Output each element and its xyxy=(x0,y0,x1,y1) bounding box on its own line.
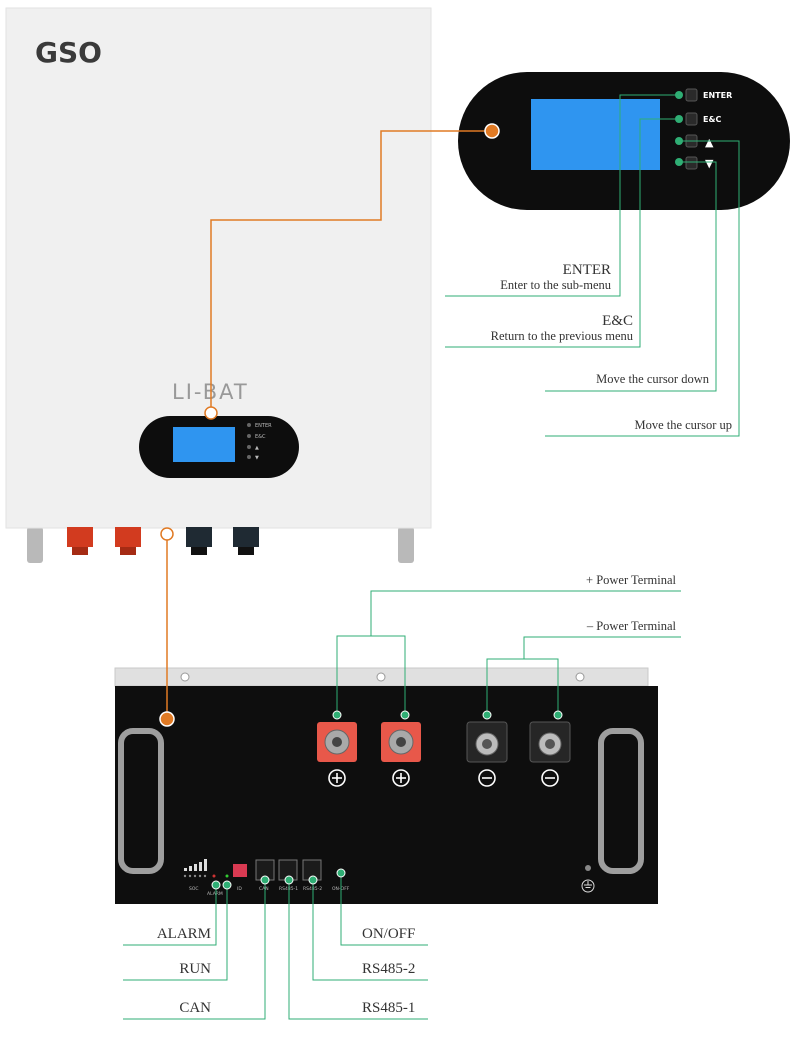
right-handle xyxy=(598,728,644,874)
cursor-up-label: Move the cursor up xyxy=(634,418,732,432)
ground-icon xyxy=(581,865,595,893)
positive-terminal-2 xyxy=(381,722,421,787)
small-enter-label: ENTER xyxy=(255,423,272,429)
green-callout-lines xyxy=(123,94,740,1020)
run-led xyxy=(225,874,229,878)
positive-terminal-label: + Power Terminal xyxy=(586,573,676,587)
can-rack-label: CAN xyxy=(259,886,269,892)
rack-battery-module: SOC ALARM ID CAN RS485-1 RS485-2 ON-OFF xyxy=(114,667,658,904)
alarm-label: ALARM xyxy=(157,926,211,942)
product-name: LI-BAT xyxy=(172,380,249,404)
lcd-screen xyxy=(531,99,660,170)
can-label: CAN xyxy=(179,1000,211,1016)
cursor-down-label: Move the cursor down xyxy=(596,372,710,386)
esc-description: Return to the previous menu xyxy=(491,329,634,343)
enlarged-control-panel: ENTER E&C ▲ ▼ xyxy=(458,72,790,210)
positive-terminal-1 xyxy=(317,722,357,787)
small-lcd-screen xyxy=(173,427,235,462)
brand-logo: GSO xyxy=(35,36,102,69)
wall-battery-unit: GSO LI-BAT ENTER E&C ▲ ▼ xyxy=(5,7,432,563)
wall-unit-plugs xyxy=(67,527,259,555)
rack-marker xyxy=(159,711,175,727)
left-handle xyxy=(118,728,164,874)
enter-title: ENTER xyxy=(563,262,611,278)
callout-labels: ENTER Enter to the sub-menu E&C Return t… xyxy=(157,262,732,1016)
alarm-led xyxy=(212,874,216,878)
esc-title: E&C xyxy=(602,313,633,329)
negative-terminal-1 xyxy=(466,721,508,787)
wall-unit-marker xyxy=(160,527,174,541)
on-off-label: ON/OFF xyxy=(362,926,415,942)
soc-indicator: SOC xyxy=(183,859,207,892)
soc-label: SOC xyxy=(189,886,199,892)
negative-terminal-2 xyxy=(529,721,571,787)
green-callout-dots xyxy=(211,710,563,890)
rs485-1-label: RS485-1 xyxy=(362,1000,415,1016)
dip-switch[interactable] xyxy=(233,864,247,877)
enter-description: Enter to the sub-menu xyxy=(500,278,611,292)
small-down-label: ▼ xyxy=(255,455,259,461)
rs485-2-label: RS485-2 xyxy=(362,961,415,977)
small-panel-marker xyxy=(204,406,218,420)
small-up-label: ▲ xyxy=(255,445,259,451)
enter-button-label: ENTER xyxy=(703,91,732,100)
panel-zoom-marker xyxy=(484,123,500,139)
negative-terminal-label: – Power Terminal xyxy=(586,619,677,633)
down-arrow-icon: ▼ xyxy=(705,157,714,170)
esc-button-label: E&C xyxy=(703,115,721,124)
orange-leader-lines xyxy=(166,130,492,719)
small-control-panel: ENTER E&C ▲ ▼ xyxy=(139,416,299,478)
alarm-rack-label: ALARM xyxy=(207,891,223,897)
small-esc-label: E&C xyxy=(255,434,266,440)
run-label: RUN xyxy=(179,961,211,977)
id-label: ID xyxy=(237,886,242,892)
up-arrow-icon: ▲ xyxy=(705,136,714,149)
